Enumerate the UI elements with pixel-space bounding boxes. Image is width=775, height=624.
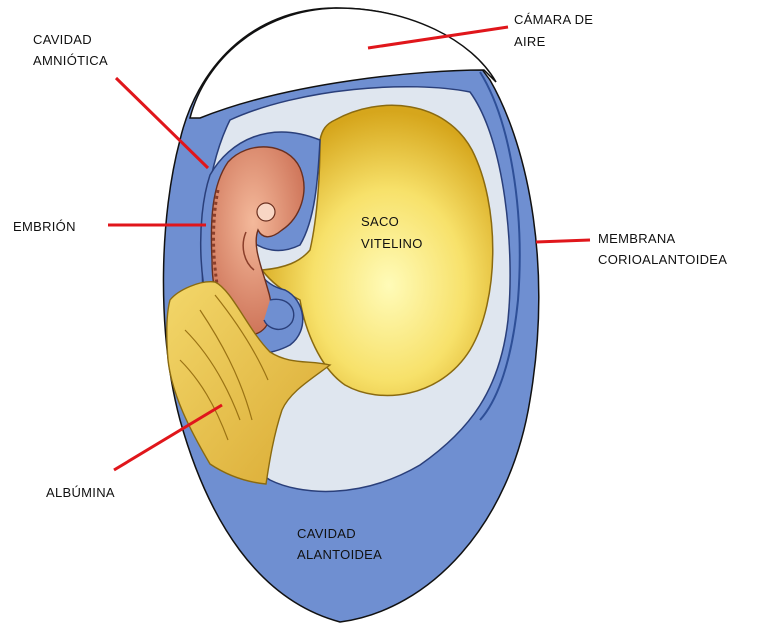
label-amniotica-line2: AMNIÓTICA: [33, 53, 108, 68]
pointer-membrana: [536, 240, 590, 242]
label-membrana-line2: CORIOALANTOIDEA: [598, 252, 727, 267]
label-saco-line2: VITELINO: [361, 236, 423, 251]
label-alantoidea-line2: ALANTOIDEA: [297, 547, 382, 562]
label-camara-line2: AIRE: [514, 34, 546, 49]
label-membrana-line1: MEMBRANA: [598, 231, 676, 246]
label-embrion: EMBRIÓN: [13, 219, 76, 234]
label-saco-line1: SACO: [361, 214, 399, 229]
label-camara-line1: CÁMARA DE: [514, 12, 593, 27]
label-albumina: ALBÚMINA: [46, 485, 115, 500]
label-amniotica-line1: CAVIDAD: [33, 32, 92, 47]
label-alantoidea-line1: CAVIDAD: [297, 526, 356, 541]
embryo-eye: [257, 203, 275, 221]
